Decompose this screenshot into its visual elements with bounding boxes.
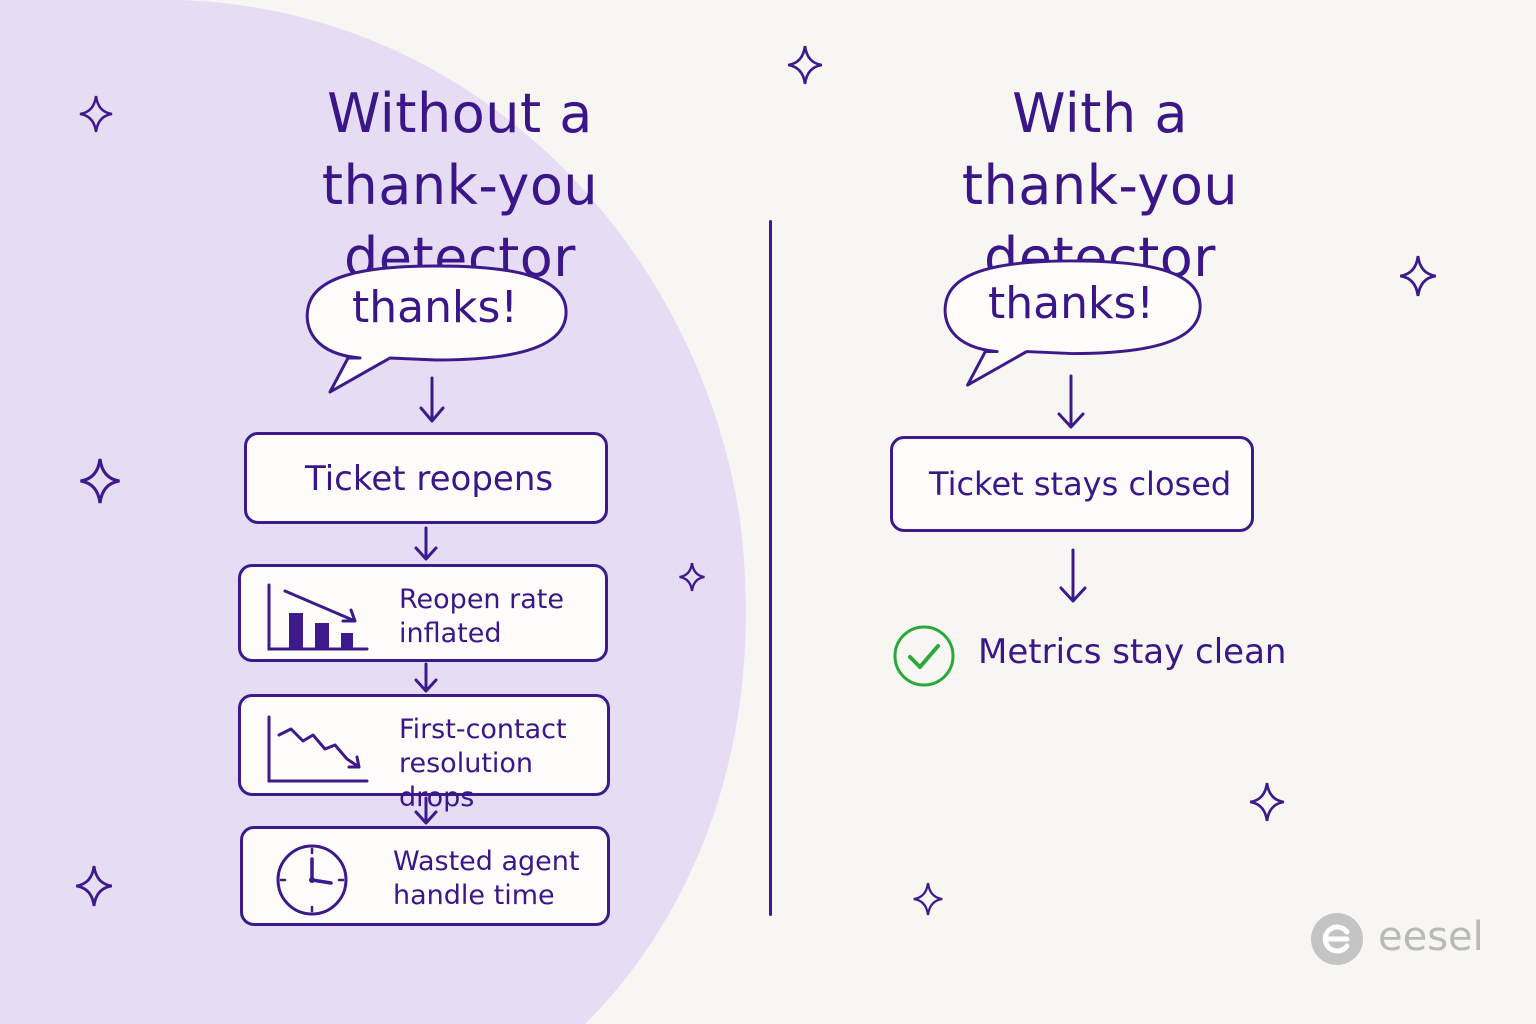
center-divider — [769, 220, 772, 916]
right-title-line1: With a — [1012, 82, 1188, 145]
reopen-rate-line2: inflated — [399, 618, 502, 649]
wasted-time-line2: handle time — [393, 880, 555, 911]
eesel-logo-text: eesel — [1378, 914, 1484, 960]
line-chart-down-icon — [267, 715, 369, 783]
left-speech-bubble — [305, 264, 568, 394]
check-circle-icon — [893, 625, 955, 687]
arrow-down-icon — [414, 526, 438, 561]
first-contact-box: First-contact resolution drops — [238, 694, 610, 813]
left-title-line1: Without a — [327, 82, 593, 145]
ticket-reopens-label: Ticket reopens — [305, 459, 554, 499]
sparkle-icon — [75, 865, 113, 907]
arrow-down-icon — [414, 662, 438, 693]
sparkle-icon — [80, 458, 120, 504]
clock-icon — [276, 844, 348, 916]
metrics-result: Metrics stay clean — [892, 624, 1292, 688]
first-contact-line2: resolution drops — [399, 748, 534, 813]
reopen-rate-line1: Reopen rate — [399, 584, 564, 615]
arrow-down-icon — [414, 796, 438, 825]
sparkle-icon — [1399, 255, 1437, 297]
eesel-logo-icon — [1311, 913, 1363, 965]
reopen-rate-box: Reopen rate inflated — [238, 564, 608, 662]
arrow-down-icon — [419, 376, 445, 423]
ticket-reopens-box: Ticket reopens — [244, 432, 608, 524]
sparkle-icon — [1249, 782, 1285, 822]
first-contact-text: First-contact resolution drops — [399, 713, 607, 815]
right-bubble-text: thanks! — [987, 278, 1155, 329]
reopen-rate-text: Reopen rate inflated — [399, 583, 564, 651]
ticket-stays-closed-box: Ticket stays closed — [890, 436, 1254, 532]
metrics-result-label: Metrics stay clean — [978, 632, 1287, 672]
wasted-time-line1: Wasted agent — [393, 846, 580, 877]
sparkle-icon — [913, 882, 943, 916]
sparkle-icon — [787, 45, 823, 85]
sparkle-icon — [679, 562, 705, 592]
left-bubble-text: thanks! — [351, 282, 519, 333]
ticket-stays-closed-label: Ticket stays closed — [929, 465, 1232, 503]
bar-chart-down-icon — [267, 583, 369, 651]
sparkle-icon — [79, 95, 113, 133]
first-contact-line1: First-contact — [399, 714, 567, 745]
wasted-time-box: Wasted agent handle time — [240, 826, 610, 926]
right-speech-bubble — [943, 259, 1202, 387]
arrow-down-icon — [1059, 548, 1087, 603]
wasted-time-text: Wasted agent handle time — [393, 845, 580, 913]
arrow-down-icon — [1057, 374, 1085, 429]
eesel-logo: eesel — [1310, 912, 1490, 966]
